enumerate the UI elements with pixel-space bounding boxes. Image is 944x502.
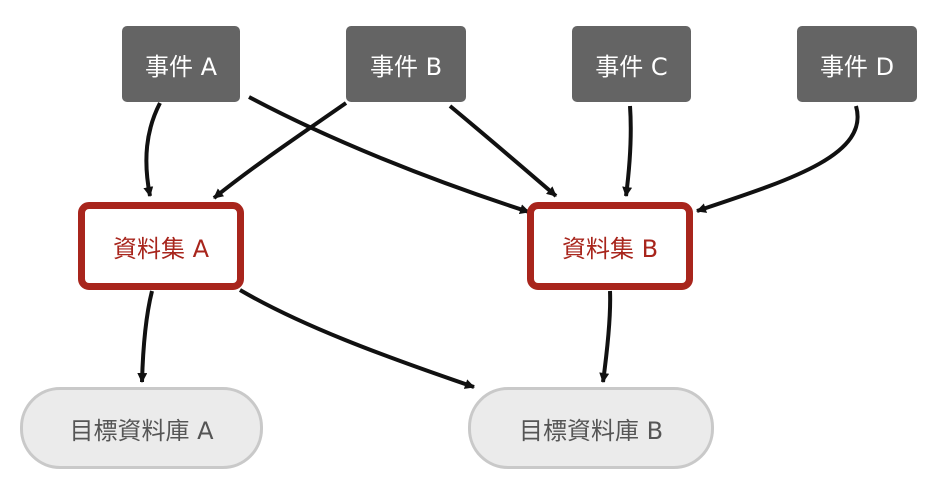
dataset-a-node: 資料集 A [78, 202, 244, 290]
target-db-a-node: 目標資料庫 A [20, 387, 263, 469]
target-db-b-node: 目標資料庫 B [468, 387, 714, 469]
event-d-node: 事件 D [797, 26, 917, 102]
dataset-a-label: 資料集 A [112, 234, 210, 263]
event-a-label: 事件 A [144, 52, 218, 81]
edges-layer [137, 95, 860, 389]
dataset-b-label: 資料集 B [561, 234, 659, 263]
target-db-a-label: 目標資料庫 A [69, 416, 214, 445]
edge-dataset-a-to-target-a [137, 290, 154, 383]
edge-event-c-to-dataset-b [622, 105, 633, 197]
edge-event-a-to-dataset-b [248, 95, 530, 214]
edge-dataset-a-to-target-b [238, 288, 475, 389]
edge-event-d-to-dataset-b [696, 105, 860, 213]
event-a-node: 事件 A [122, 26, 240, 102]
event-c-node: 事件 C [572, 26, 691, 102]
event-c-label: 事件 C [595, 52, 668, 81]
dataset-b-node: 資料集 B [527, 202, 693, 290]
event-b-label: 事件 B [369, 52, 443, 81]
edge-event-a-to-dataset-a [143, 102, 162, 197]
target-db-b-label: 目標資料庫 B [518, 416, 664, 445]
event-d-label: 事件 D [819, 52, 895, 81]
event-b-node: 事件 B [346, 26, 466, 102]
edge-event-b-to-dataset-a [212, 101, 348, 200]
edge-dataset-b-to-target-b [599, 290, 613, 383]
edge-event-b-to-dataset-b [448, 104, 558, 198]
